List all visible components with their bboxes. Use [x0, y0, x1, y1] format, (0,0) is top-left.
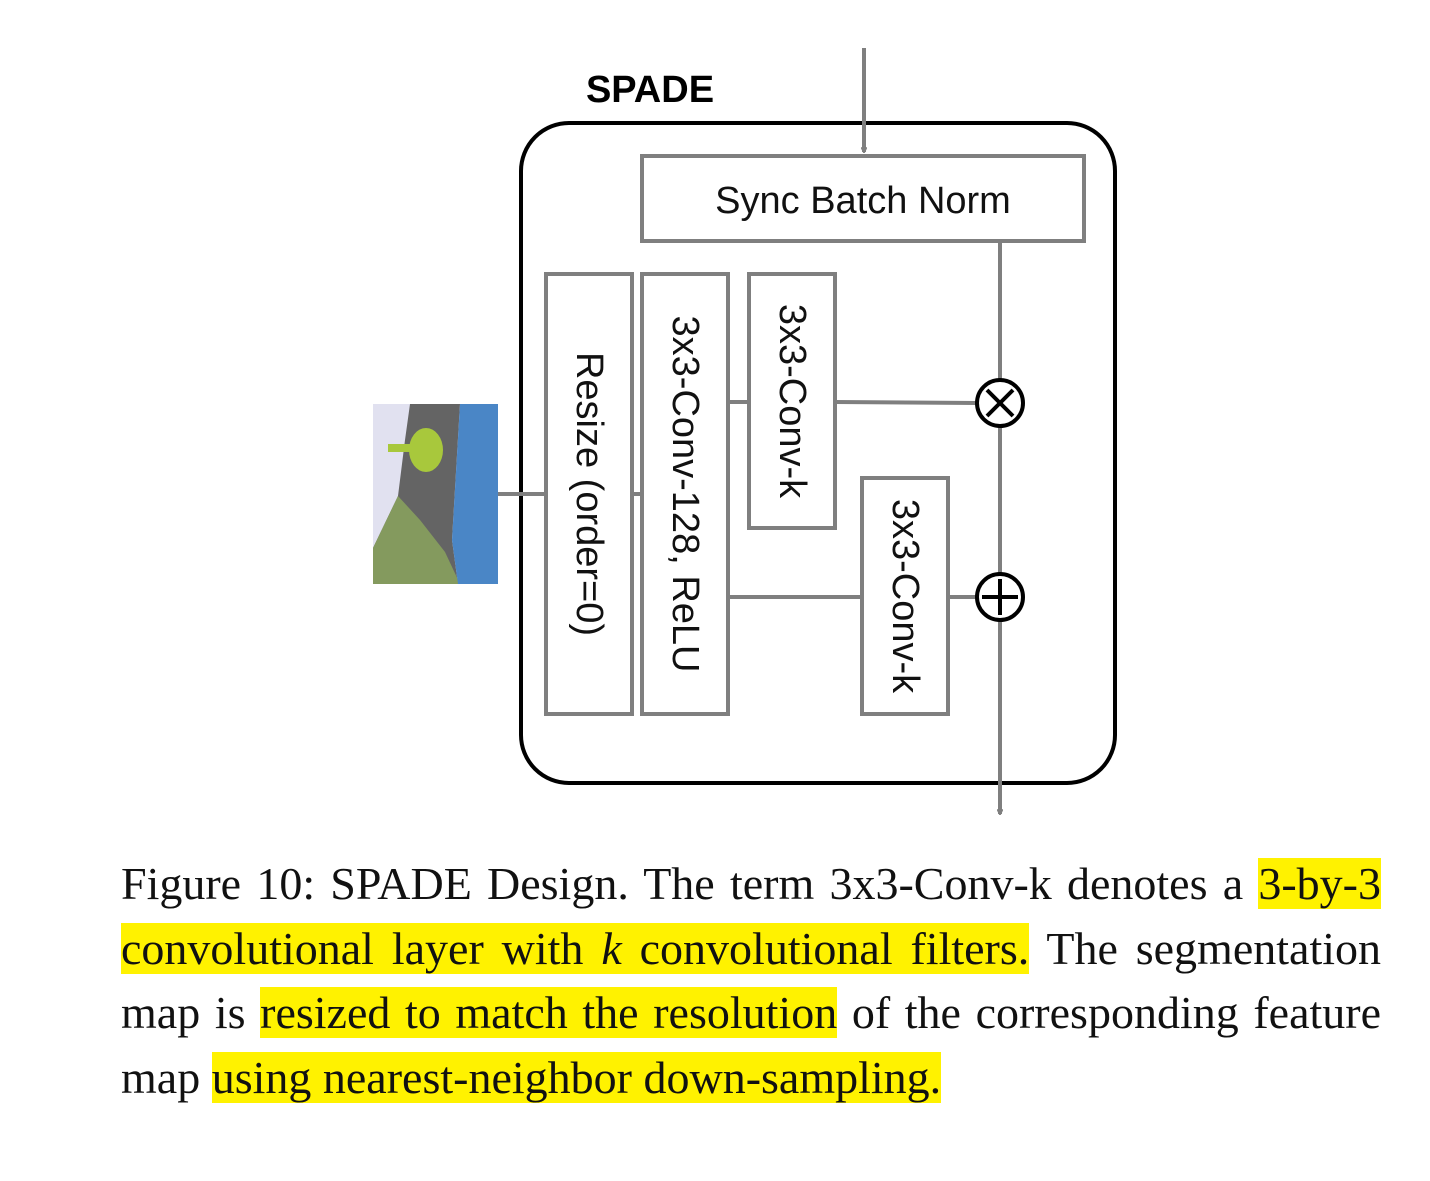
add-operator-icon — [975, 572, 1025, 622]
caption-mid2: of the corresponding feature map — [121, 987, 1382, 1103]
seg-tree-branch — [388, 444, 416, 452]
caption-mid1: The segmentation map is — [121, 922, 1382, 1039]
resize-label: Resize (order=0) — [568, 352, 610, 636]
spade-diagram: SPADE Sync Batch Norm Resize (order=0) — [373, 48, 1117, 840]
conv-k-gamma-block: 3x3-Conv-k — [747, 272, 837, 530]
spade-module-frame — [519, 121, 1117, 785]
resize-block: Resize (order=0) — [544, 272, 634, 716]
figure-caption: Figure 10: SPADE Design. The term 3x3-Co… — [121, 852, 1381, 1110]
conv-k-beta-block: 3x3-Conv-k — [860, 476, 950, 716]
seg-tree — [409, 428, 443, 472]
segmentation-map-image — [373, 404, 498, 584]
conv128-relu-label: 3x3-Conv-128, ReLU — [664, 316, 706, 673]
figure-title: SPADE — [586, 69, 714, 111]
caption-variable-k: k — [601, 922, 622, 974]
caption-highlight-resize: resized to match the resolution — [260, 987, 838, 1038]
conv-k-beta-label: 3x3-Conv-k — [884, 499, 926, 694]
seg-water — [452, 404, 498, 584]
sync-batch-norm-block: Sync Batch Norm — [640, 154, 1086, 243]
conv128-relu-block: 3x3-Conv-128, ReLU — [640, 272, 730, 716]
caption-lead: Figure 10: SPADE Design. The term 3x3-Co… — [121, 858, 1244, 909]
caption-hl1-pre: 3-by-3 convolutional layer with — [121, 858, 1381, 974]
sync-batch-norm-label: Sync Batch Norm — [715, 180, 1011, 222]
seg-grass — [373, 496, 460, 584]
conv-k-gamma-label: 3x3-Conv-k — [771, 304, 813, 499]
caption-hl1-post: convolutional filters. — [639, 922, 1030, 974]
multiply-operator-icon — [975, 378, 1025, 428]
wire-gamma-to-multiply — [834, 400, 978, 405]
caption-highlight-downsampling: using nearest-neighbor down-sampling. — [211, 1051, 942, 1103]
